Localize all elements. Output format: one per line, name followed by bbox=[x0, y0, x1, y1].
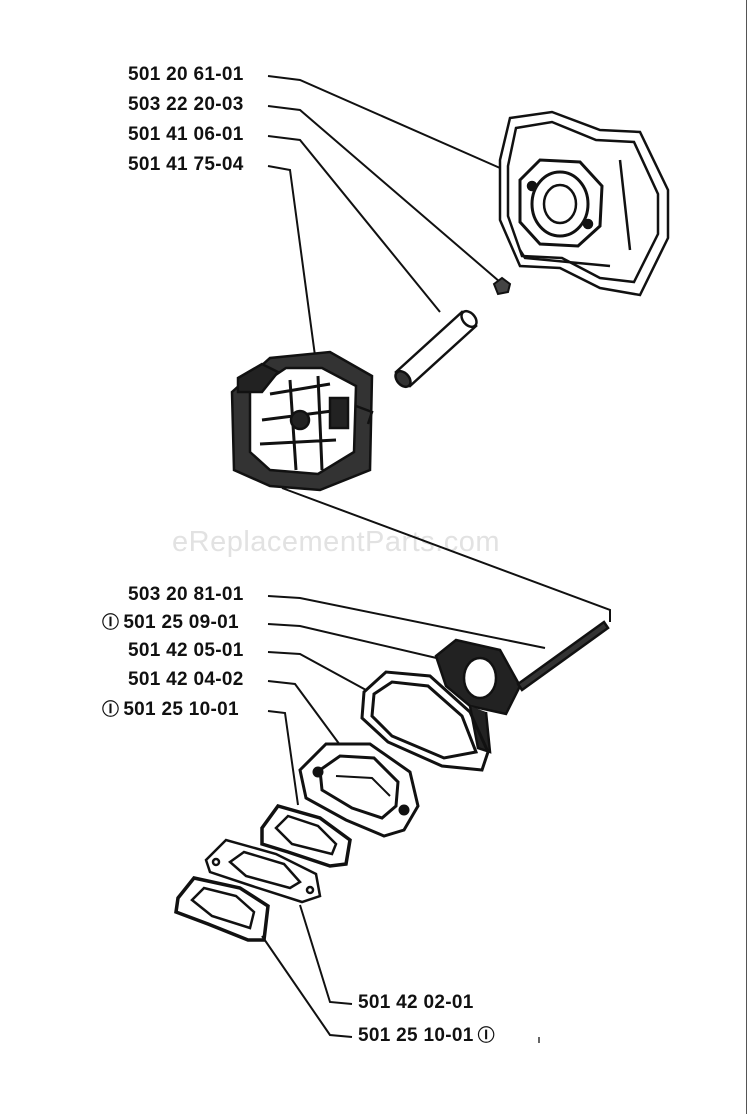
part-number: 501 42 04-02 bbox=[128, 669, 244, 690]
part-number: 501 25 10-01 bbox=[123, 699, 239, 720]
part-number: 503 22 20-03 bbox=[128, 94, 244, 115]
leader-line-p5 bbox=[267, 595, 546, 649]
info-marker-icon: Ⓘ bbox=[477, 1026, 495, 1045]
leader-line-p4 bbox=[267, 165, 319, 379]
part-number: 501 41 06-01 bbox=[128, 124, 244, 145]
part-label-p4: 501 41 75-04 bbox=[128, 154, 244, 176]
stray-mark bbox=[538, 1037, 540, 1043]
gasket-upper bbox=[260, 803, 352, 868]
part-number: 501 25 09-01 bbox=[123, 612, 239, 633]
part-label-p10: 501 42 02-01 bbox=[358, 992, 474, 1014]
part-number: 501 42 05-01 bbox=[128, 640, 244, 661]
part-label-p8: 501 42 04-02 bbox=[128, 669, 244, 691]
leader-line-p3 bbox=[267, 135, 441, 313]
part-number: 501 42 02-01 bbox=[358, 992, 474, 1013]
part-label-p5: 503 20 81-01 bbox=[128, 584, 244, 606]
spacer-tube bbox=[394, 309, 478, 389]
insulator-block bbox=[298, 742, 420, 838]
part-label-p7: 501 42 05-01 bbox=[128, 640, 244, 662]
leader-line-p1 bbox=[267, 75, 501, 169]
part-label-p1: 501 20 61-01 bbox=[128, 64, 244, 86]
leader-line-p6 bbox=[267, 623, 446, 661]
stud-leader-line bbox=[281, 487, 611, 622]
large-gasket bbox=[360, 670, 490, 772]
part-number: 501 20 61-01 bbox=[128, 64, 244, 85]
leader-line-p2 bbox=[267, 105, 501, 283]
leader-line-p10 bbox=[299, 904, 353, 1005]
leader-line-p7 bbox=[267, 651, 367, 691]
part-number: 503 20 81-01 bbox=[128, 584, 244, 605]
carburetor bbox=[230, 350, 374, 492]
part-number: 501 25 10-01 bbox=[358, 1025, 474, 1046]
part-label-p2: 503 22 20-03 bbox=[128, 94, 244, 116]
gasket-lower bbox=[174, 876, 270, 942]
part-label-p3: 501 41 06-01 bbox=[128, 124, 244, 146]
intake-flange bbox=[434, 638, 522, 754]
air-filter-housing bbox=[498, 110, 670, 297]
leader-line-p8 bbox=[267, 680, 341, 746]
gasket-middle bbox=[204, 838, 322, 904]
page-edge-line bbox=[746, 0, 747, 1114]
watermark-text: eReplacementParts.com bbox=[172, 526, 501, 558]
stud-bolt bbox=[516, 620, 610, 692]
part-number: 501 41 75-04 bbox=[128, 154, 244, 175]
leader-line-p9 bbox=[267, 710, 299, 806]
leader-line-p11 bbox=[261, 935, 353, 1038]
info-marker-icon: Ⓘ bbox=[102, 613, 120, 632]
info-marker-icon: Ⓘ bbox=[102, 700, 120, 719]
nut-part bbox=[492, 276, 512, 296]
